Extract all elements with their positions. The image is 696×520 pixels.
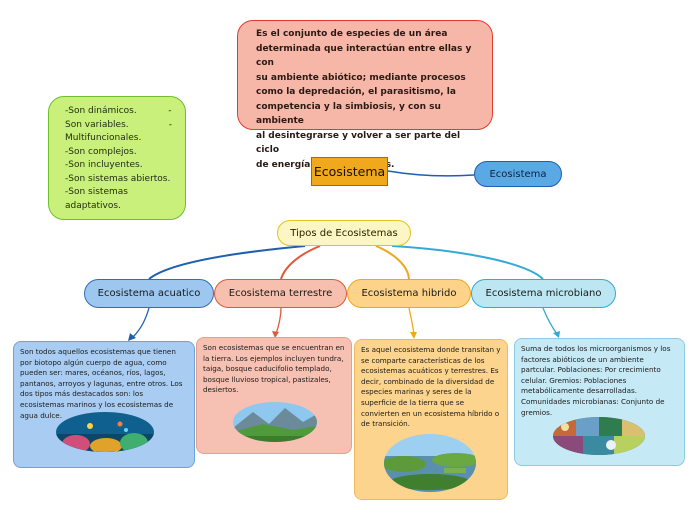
card-terrestrial-text: Son ecosistemas que se encuentran en la …: [203, 343, 345, 395]
mountain-valley-image: [233, 402, 317, 442]
definition-box[interactable]: Es el conjunto de especies de un área de…: [237, 20, 493, 170]
connector-types-aquatic: [148, 245, 306, 280]
card-microbial[interactable]: Suma de todos los microorganismos y los …: [514, 338, 685, 466]
branch-aquatic-label: Ecosistema acuatico: [97, 288, 201, 299]
characteristic-line: -Son dinámicos. -: [65, 106, 172, 116]
branch-hybrid-label: Ecosistema hibrido: [361, 288, 457, 299]
definition-line: determinada que interactúan entre ellas …: [256, 43, 472, 69]
root-topic[interactable]: Ecosistema: [311, 157, 388, 186]
card-microbial-text: Suma de todos los microorganismos y los …: [521, 344, 671, 417]
branch-microbial-label: Ecosistema microbiano: [485, 288, 602, 299]
branch-aquatic[interactable]: Ecosistema acuatico: [84, 279, 214, 308]
characteristic-line: -Son sistemas abiertos.: [65, 173, 171, 184]
connector-terrestrial-card: [275, 307, 282, 335]
connector-microbial-card: [542, 307, 558, 335]
definition-line: competencia y la simbiosis, y con su amb…: [256, 101, 441, 127]
definition-line: al desintegrarse y volver a ser parte de…: [256, 130, 461, 156]
connector-aquatic-card: [132, 307, 150, 338]
characteristics-box[interactable]: -Son dinámicos. - Son variables. - Multi…: [48, 96, 186, 220]
floating-topic[interactable]: Ecosistema: [474, 161, 562, 187]
branch-hybrid[interactable]: Ecosistema hibrido: [347, 279, 471, 308]
branch-microbial[interactable]: Ecosistema microbiano: [471, 279, 616, 308]
connector-types-terrestrial: [280, 245, 321, 280]
types-topic[interactable]: Tipos de Ecosistemas: [277, 220, 411, 246]
definition-line: como la depredación, el parasitismo, la: [256, 87, 456, 97]
characteristic-line: -Son incluyentes.: [65, 160, 143, 170]
arrow-microbial: [553, 331, 560, 338]
branch-terrestrial-label: Ecosistema terrestre: [228, 288, 333, 299]
card-aquatic-text: Son todos aquellos ecosistemas que tiene…: [20, 347, 183, 420]
microorganisms-collage-image: [553, 417, 645, 455]
characteristic-line: Multifuncionales.: [65, 133, 142, 143]
branch-terrestrial[interactable]: Ecosistema terrestre: [214, 279, 347, 308]
definition-line: Es el conjunto de especies de un área: [256, 29, 448, 39]
arrow-aquatic: [128, 333, 136, 341]
wetland-image: [384, 434, 476, 492]
card-hybrid-text: Es aquel ecosistema donde transitan y se…: [361, 345, 501, 429]
card-aquatic[interactable]: Son todos aquellos ecosistemas que tiene…: [13, 341, 195, 468]
connector-hybrid-card: [408, 307, 415, 336]
characteristic-line: -Son sistemas: [65, 187, 128, 197]
types-topic-label: Tipos de Ecosistemas: [290, 227, 398, 239]
connector-types-microbial: [391, 245, 544, 280]
definition-line: su ambiente abiótico; mediante procesos: [256, 72, 466, 83]
connector-types-hybrid: [375, 245, 410, 280]
root-topic-label: Ecosistema: [313, 164, 386, 179]
card-hybrid[interactable]: Es aquel ecosistema donde transitan y se…: [354, 339, 508, 500]
card-terrestrial[interactable]: Son ecosistemas que se encuentran en la …: [196, 337, 352, 454]
coral-reef-image: [56, 412, 154, 452]
characteristic-line: Son variables. -: [65, 119, 172, 130]
arrow-terrestrial: [272, 331, 279, 338]
floating-topic-label: Ecosistema: [489, 168, 547, 180]
connector-root-floating: [387, 170, 475, 177]
arrow-hybrid: [410, 332, 417, 339]
characteristic-line: adaptativos.: [65, 200, 121, 211]
characteristic-line: -Son complejos.: [65, 146, 137, 157]
